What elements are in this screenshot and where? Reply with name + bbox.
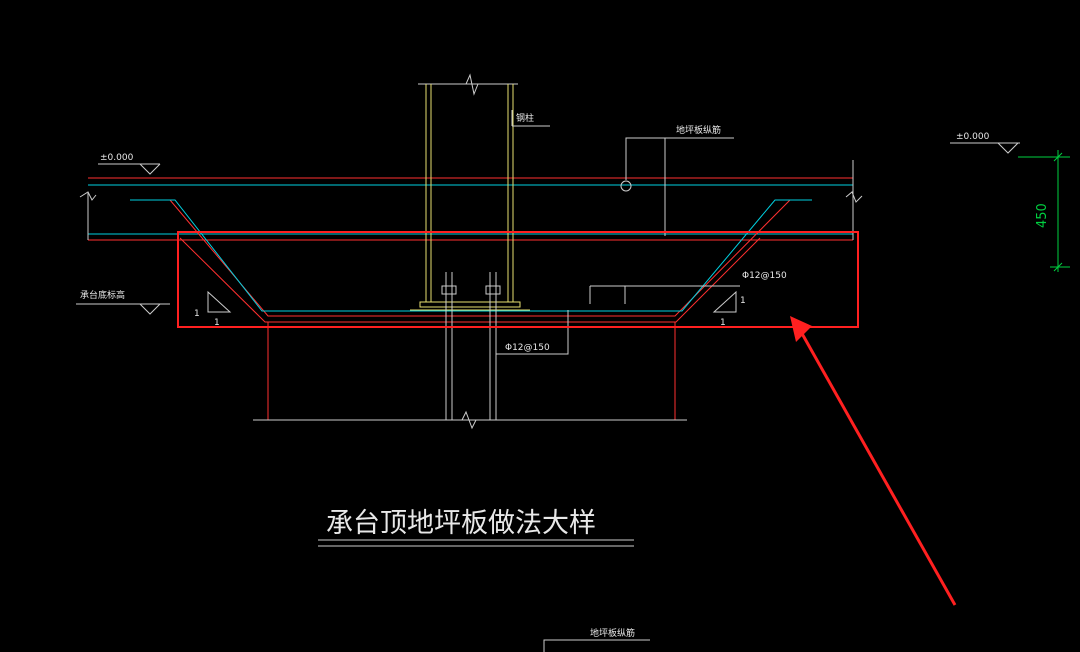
rebar-label-top: Φ12@150: [742, 271, 787, 281]
floor-rebar-label: 地坪板纵筋: [676, 124, 721, 136]
steel-column: [410, 73, 550, 420]
slope-label-left-a: 1: [194, 309, 200, 319]
drawing-title: 承台顶地坪板做法大样: [326, 508, 596, 539]
slope-label-left-b: 1: [214, 318, 220, 328]
slope-label-right-a: 1: [740, 296, 746, 306]
floor-slab: [79, 160, 863, 241]
dimension-450: [1018, 150, 1070, 272]
elevation-markers: [76, 142, 1020, 315]
rebar-label-bottom: Φ12@150: [505, 343, 550, 353]
cap-bottom-label: 承台底标高: [80, 289, 125, 301]
dimension-label: 450: [1035, 203, 1050, 228]
floor-rebar-callout: [496, 137, 740, 355]
bottom-rebar-label: 地坪板纵筋: [590, 627, 635, 639]
slope-markers: [207, 290, 737, 313]
elevation-label-right: ±0.000: [956, 132, 990, 142]
slope-label-right-b: 1: [720, 318, 726, 328]
pile-cap: [130, 199, 812, 430]
steel-column-label: 钢柱: [516, 112, 534, 124]
highlight-box: [177, 231, 859, 328]
highlight-arrow: [790, 316, 957, 606]
elevation-label-left: ±0.000: [100, 153, 134, 163]
